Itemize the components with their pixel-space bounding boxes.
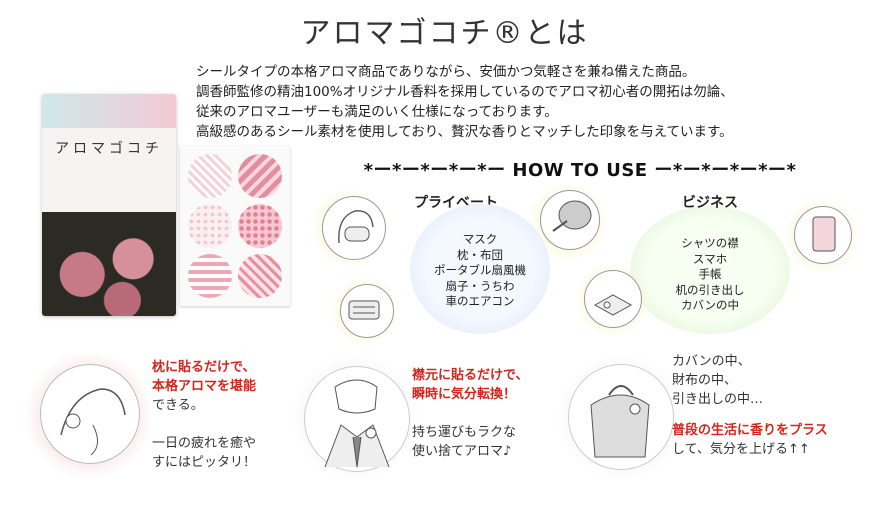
intro-line: シールタイプの本格アロマ商品でありながら、安価かつ気軽さを兼ね備えた商品。	[196, 64, 696, 80]
intro-line: 調香師監修の精油100%オリジナル香料を採用しているのでアロマ初心者の開拓は勿論…	[196, 84, 734, 100]
product-package-image: アロマゴコチ	[42, 94, 176, 316]
bag-line: 引き出しの中…	[672, 392, 764, 407]
businessman-illustration	[304, 366, 410, 472]
package-brand: アロマゴコチ	[55, 141, 163, 157]
private-use-list: マスク 枕・布団 ポータブル扇風機 扇子・うちわ 車のエアコン	[410, 232, 550, 310]
sticker-circle	[188, 204, 232, 248]
list-item: 机の引き出し	[675, 282, 745, 297]
pillow-red-line: 本格アロマを堪能	[152, 379, 257, 394]
sticker-circle	[238, 254, 282, 298]
private-bubble	[410, 204, 550, 334]
sticker-circle	[188, 254, 232, 298]
business-label: ビジネス	[682, 195, 738, 211]
bag-line: 財布の中、	[672, 373, 738, 388]
list-item: 枕・布団	[457, 247, 503, 262]
smartphone-illustration	[794, 206, 852, 264]
collar-red-line: 襟元に貼るだけで、	[412, 368, 529, 383]
sticker-sheet-image	[180, 146, 290, 306]
notebook-illustration	[584, 270, 642, 328]
bag-red-line: 普段の生活に香りをプラス	[672, 423, 828, 438]
intro-text: シールタイプの本格アロマ商品でありながら、安価かつ気軽さを兼ね備えた商品。 調香…	[196, 62, 876, 142]
list-item: 車のエアコン	[445, 294, 515, 308]
list-item: カバンの中	[680, 298, 740, 312]
list-item: シャツの襟	[681, 236, 739, 250]
list-item: 扇子・うちわ	[445, 278, 515, 293]
pillow-text: 枕に貼るだけで、 本格アロマを堪能 できる。 一日の疲れを癒や すにはピッタリ！	[152, 358, 256, 472]
sticker-circle	[238, 204, 282, 248]
backpack-illustration	[568, 364, 674, 470]
list-item: ポータブル扇風機	[434, 263, 526, 277]
list-item: 手帳	[698, 267, 722, 281]
package-header-band	[42, 94, 176, 128]
collar-red-line: 瞬時に気分転換！	[412, 387, 517, 402]
mask-illustration	[322, 196, 386, 260]
list-item: スマホ	[692, 251, 728, 266]
collar-text: 襟元に貼るだけで、 瞬時に気分転換！ 持ち運びもラクな 使い捨てアロマ♪	[412, 366, 528, 461]
business-bubble	[630, 206, 790, 334]
intro-line: 高級感のあるシール素材を使用しており、贅沢な香りとマッチした印象を与えています。	[196, 124, 733, 140]
collar-line: 使い捨てアロマ♪	[412, 444, 512, 459]
bag-line: カバンの中、	[672, 354, 751, 369]
pillow-line: すにはピッタリ！	[152, 455, 257, 470]
bag-line: して、気分を上げる↑↑	[672, 442, 810, 457]
business-use-list: シャツの襟 スマホ 手帳 机の引き出し カバンの中	[630, 236, 790, 314]
pillow-line: 一日の疲れを癒や	[152, 436, 257, 451]
pillow-line: できる。	[152, 398, 204, 413]
pillow-red-line: 枕に貼るだけで、	[152, 360, 256, 375]
fan-illustration	[540, 190, 600, 250]
list-item: マスク	[462, 232, 498, 246]
how-to-use-heading: *ー*ー*ー*ー*ー HOW TO USE ー*ー*ー*ー*ー*	[363, 160, 797, 181]
bag-text: カバンの中、 財布の中、 引き出しの中… 普段の生活に香りをプラス して、気分を…	[672, 352, 828, 459]
collar-line: 持ち運びもラクな	[412, 425, 517, 440]
rose-photo	[42, 212, 176, 316]
car-aircon-illustration	[340, 284, 394, 338]
intro-line: 従来のアロマユーザーも満足のいく仕様になっております。	[196, 104, 558, 120]
pillow-illustration	[40, 364, 140, 464]
sticker-circle	[188, 154, 232, 198]
sticker-circle	[238, 154, 282, 198]
page-title: アロマゴコチ®とは	[300, 16, 589, 51]
